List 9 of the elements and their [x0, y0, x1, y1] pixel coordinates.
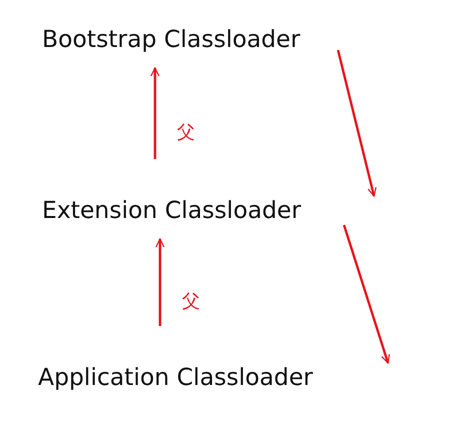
edge-label: 父	[177, 122, 195, 144]
arrow	[155, 238, 165, 326]
classloader-label: Application Classloader	[38, 362, 394, 392]
arrow	[342, 224, 390, 364]
classloader-label: Bootstrap Classloader	[42, 24, 338, 54]
classloader-label: Extension Classloader	[42, 195, 378, 225]
arrow	[336, 50, 377, 197]
arrow	[150, 67, 160, 159]
edge-label: 父	[182, 290, 200, 312]
